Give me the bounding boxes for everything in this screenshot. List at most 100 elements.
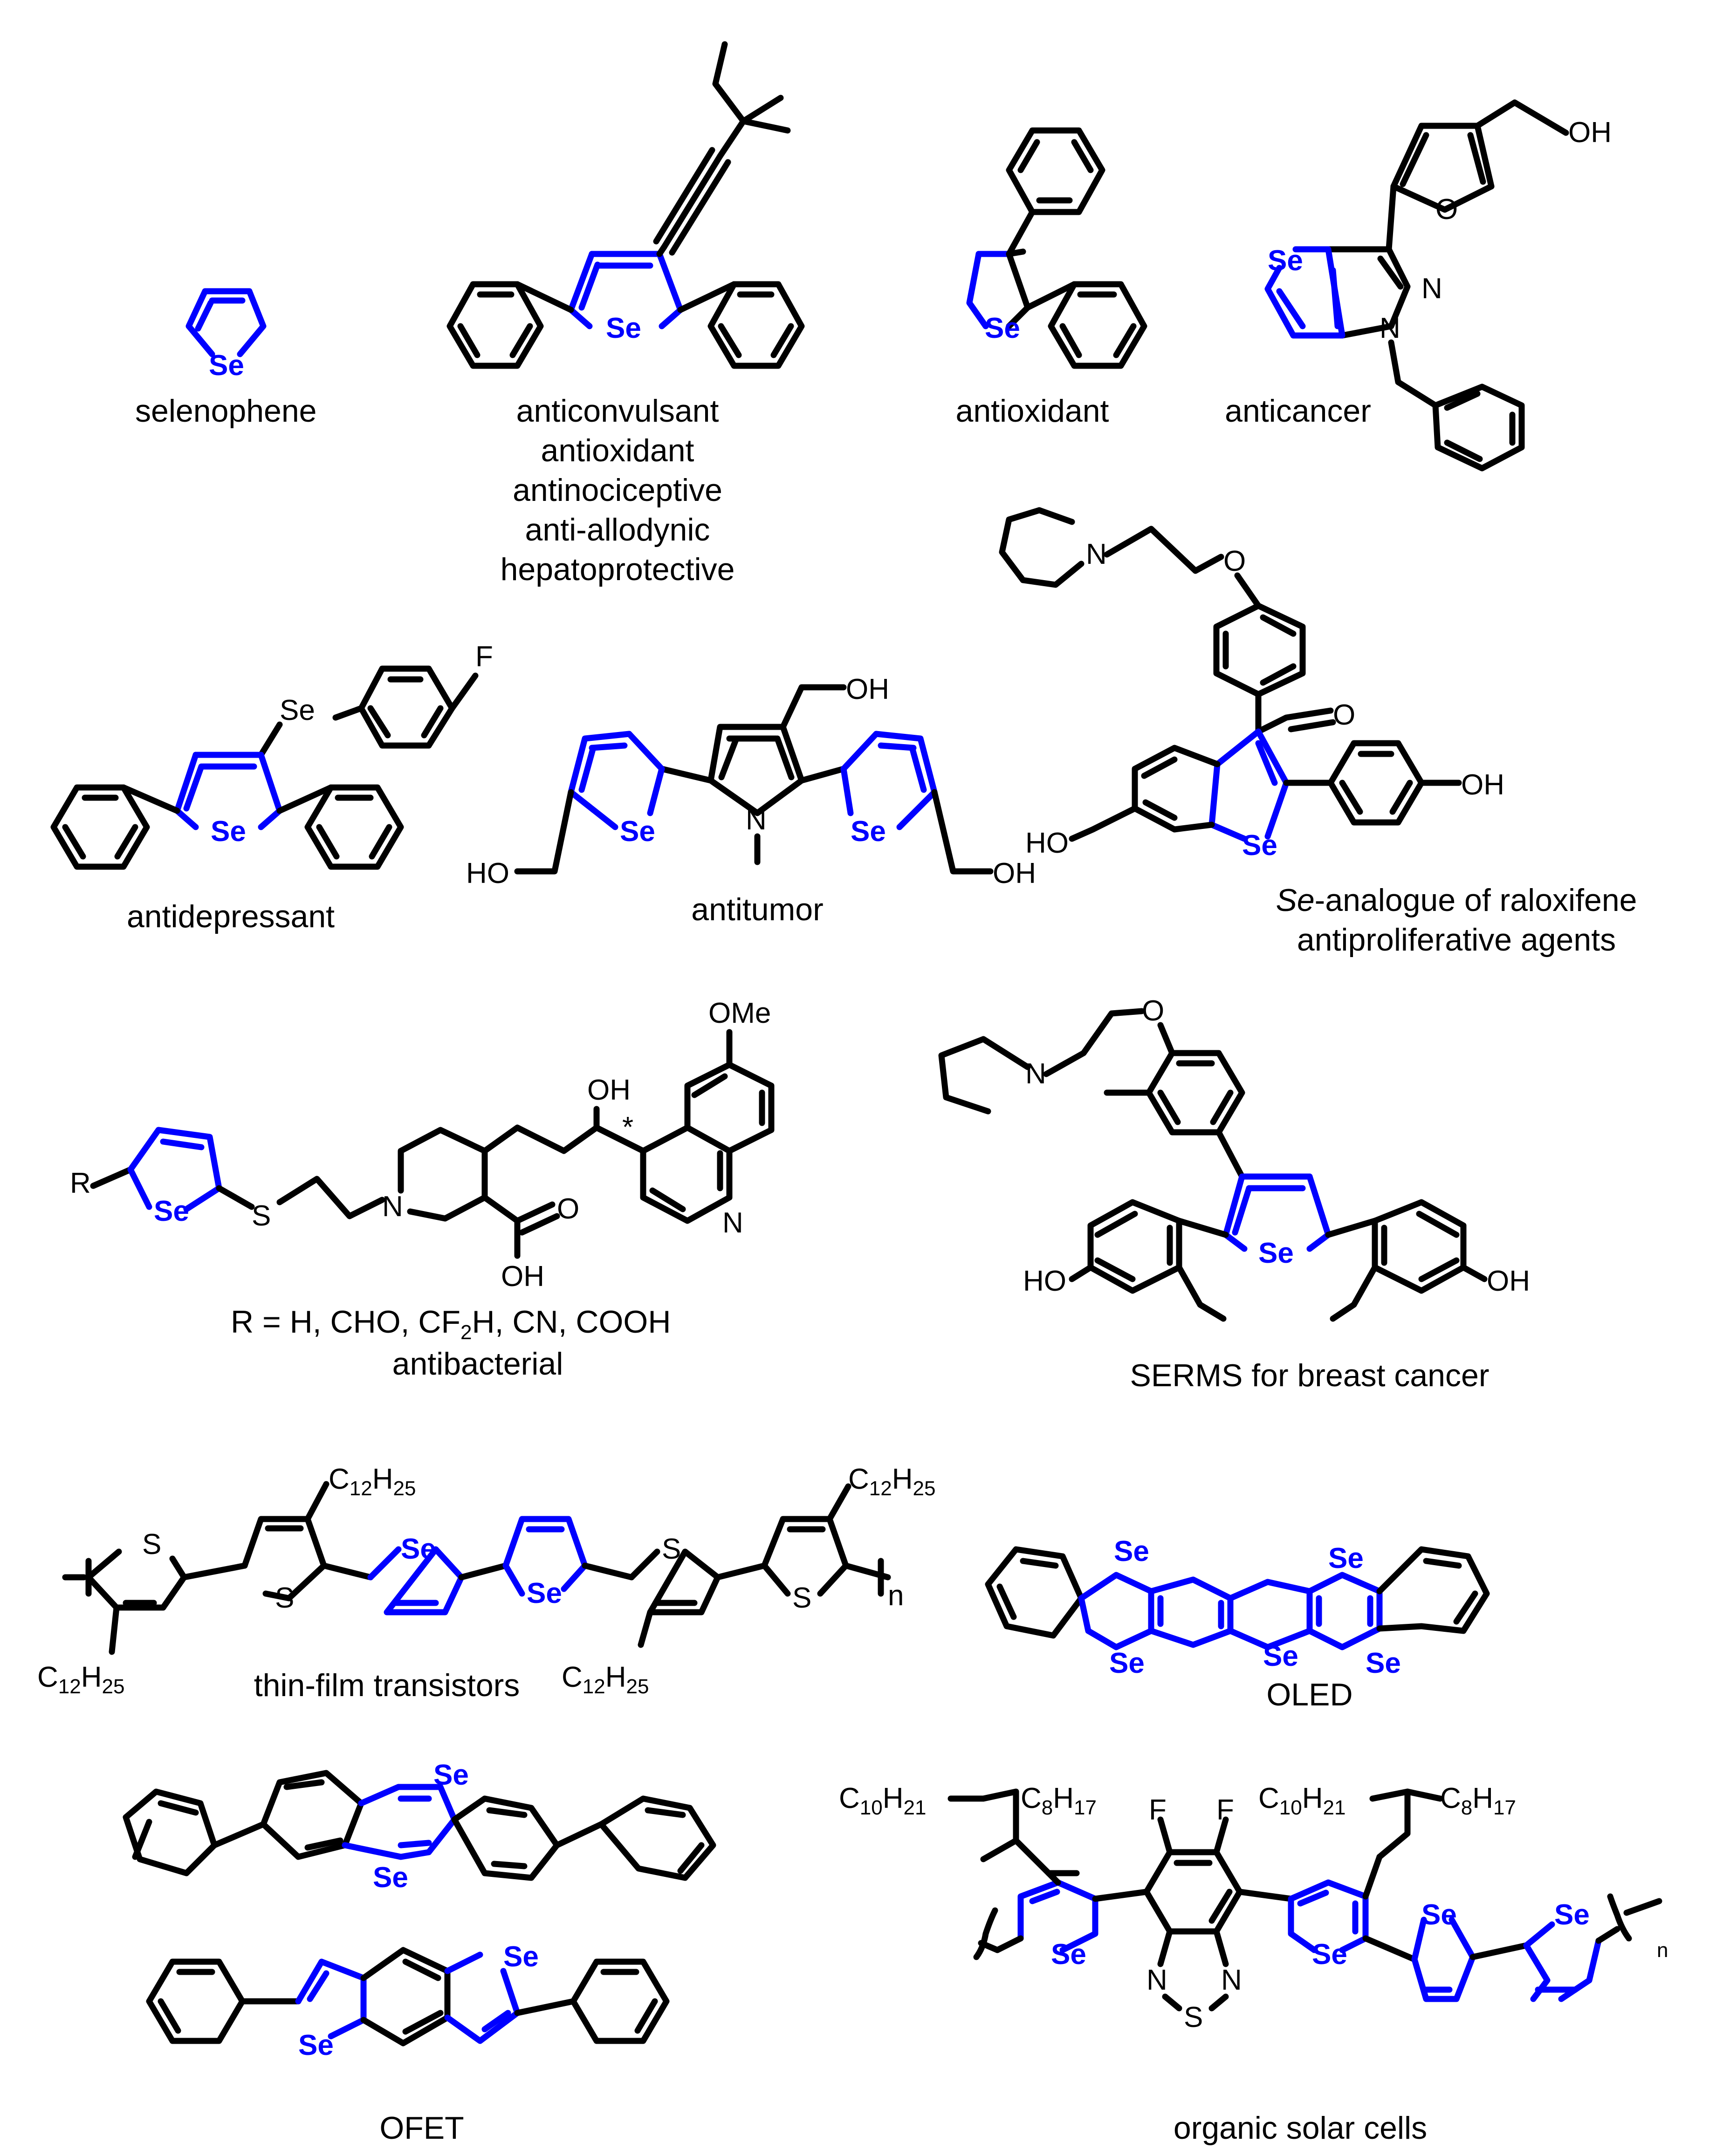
alkyl-c12h25: C12H25 xyxy=(848,1463,935,1500)
methoxy-group: OMe xyxy=(708,997,771,1029)
label-antioxidant: antioxidant xyxy=(956,393,1109,429)
nitrogen-atom: N xyxy=(1421,273,1442,305)
sulfur-atom: S xyxy=(792,1582,811,1614)
alkyl-c12h25: C12H25 xyxy=(329,1463,416,1500)
label-tft: thin-film transistors xyxy=(254,1668,520,1703)
hydroxyl-group: OH xyxy=(993,857,1036,890)
hydroxyl-group: OH xyxy=(1568,116,1612,149)
structure-oled-fused-selenophenes: Se Se Se Se Se OLED xyxy=(985,1535,1490,1712)
selenium-atom: Se xyxy=(1268,245,1303,277)
structure-tft-polymer: S C12H25 S C12H25 Se Se S C12H25 S xyxy=(37,1463,935,1703)
label-ofet: OFET xyxy=(379,2110,464,2146)
label-antitumor: antitumor xyxy=(691,892,823,927)
activity-label: antioxidant xyxy=(541,433,694,468)
label-osc: organic solar cells xyxy=(1174,2110,1427,2146)
selenium-atom: Se xyxy=(211,815,246,848)
oxygen-atom: O xyxy=(557,1193,579,1225)
alkyl-c8h17: C8H17 xyxy=(1440,1782,1516,1819)
label-antiproliferative: antiproliferative agents xyxy=(1297,922,1616,958)
label-antidepressant: antidepressant xyxy=(127,899,335,934)
selenium-atom: Se xyxy=(606,312,641,344)
selenium-atom: Se xyxy=(1242,829,1277,862)
structure-diphenyl-alkynyl-selenophene: Se anticonvulsant antioxidant antinocice… xyxy=(446,41,805,587)
sulfur-atom: S xyxy=(142,1528,161,1561)
structure-ofet-dibenzo: Se Se xyxy=(123,1759,716,1894)
structure-serms-selenophene: N O Se HO OH SERMS for breast cancer xyxy=(938,995,1530,1393)
structure-dihydroselenophene: Se antioxidant xyxy=(956,127,1147,429)
fluorine-atom: F xyxy=(1216,1794,1234,1826)
label-selenophene: selenophene xyxy=(135,393,316,429)
hydroxyl-group: OH xyxy=(587,1074,631,1106)
label-raloxifene: Se-analogue of raloxifene xyxy=(1276,883,1637,918)
selenium-atom: Se xyxy=(209,349,244,382)
label-anticancer: anticancer xyxy=(1225,393,1371,429)
label-antibacterial: antibacterial xyxy=(392,1346,563,1382)
repeat-unit-n: n xyxy=(888,1580,904,1612)
r-group: R xyxy=(70,1167,91,1199)
alkyl-c12h25: C12H25 xyxy=(37,1661,124,1698)
alkyl-c8h17: C8H17 xyxy=(1021,1782,1097,1819)
activity-label: antinociceptive xyxy=(513,472,722,508)
activity-label: anti-allodynic xyxy=(525,512,710,548)
sulfur-atom: S xyxy=(662,1533,681,1565)
selenium-atom: Se xyxy=(154,1195,189,1227)
selenium-atom: Se xyxy=(1366,1647,1401,1679)
structure-antibacterial-quinoline: R Se S N O OH OH * N OMe R = H xyxy=(70,997,775,1382)
sulfur-atom: S xyxy=(252,1200,271,1232)
italic-se: Se xyxy=(1276,883,1314,918)
nitrogen-atom: N xyxy=(1086,538,1107,570)
selenium-atom: Se xyxy=(298,2029,334,2061)
label-oled: OLED xyxy=(1266,1677,1352,1712)
repeat-unit-n: n xyxy=(1657,1939,1668,1962)
hydroxyl-group: HO xyxy=(1025,827,1069,859)
selenium-atom: Se xyxy=(1109,1647,1145,1679)
alkyl-c12h25: C12H25 xyxy=(562,1661,649,1698)
selenium-atom: Se xyxy=(1421,1899,1457,1931)
activity-label: hepatoprotective xyxy=(501,552,735,587)
oxygen-atom: O xyxy=(1223,545,1246,577)
structure-selenophenopyrazole: O OH N N Se anticancer xyxy=(1225,99,1612,472)
hydroxyl-group: OH xyxy=(846,673,889,705)
nitrogen-atom: N xyxy=(382,1191,403,1223)
label-serms: SERMS for breast cancer xyxy=(1130,1358,1490,1393)
selenium-atom: Se xyxy=(1328,1542,1364,1574)
selenium-atom: Se xyxy=(280,694,315,726)
selenium-atom: Se xyxy=(1114,1535,1149,1567)
sulfur-atom: S xyxy=(275,1582,294,1614)
structure-bisselenophenyl-pyrrole: N OH Se HO Se OH antitumor xyxy=(466,673,1036,927)
hydroxyl-group: OH xyxy=(1461,769,1504,801)
selenium-atom: Se xyxy=(373,1862,408,1894)
hydroxyl-group: OH xyxy=(1487,1265,1530,1297)
nitrogen-atom: N xyxy=(746,804,767,836)
sulfur-atom: S xyxy=(1184,2001,1203,2033)
selenium-atom: Se xyxy=(985,312,1020,344)
label-raloxifene-rest: -analogue of raloxifene xyxy=(1315,883,1637,918)
structure-selenophene: Se selenophene xyxy=(135,288,316,429)
oxygen-atom: O xyxy=(1435,193,1458,226)
selenium-atom: Se xyxy=(620,815,655,848)
nitrogen-atom: N xyxy=(722,1207,743,1239)
nitrogen-atom: N xyxy=(1025,1058,1046,1090)
activity-label: anticonvulsant xyxy=(516,393,719,429)
selenium-atom: Se xyxy=(1258,1237,1294,1269)
oxygen-atom: O xyxy=(1142,995,1164,1027)
selenium-atom: Se xyxy=(1312,1938,1347,1971)
hydroxyl-group: HO xyxy=(466,857,509,890)
nitrogen-atom: N xyxy=(1146,1964,1167,1996)
structure-arylselanyl-selenophene: F Se Se antidepressant xyxy=(50,641,493,934)
alkyl-c10h21: C10H21 xyxy=(1258,1782,1345,1819)
structure-osc-polymer: C10H21 C8H17 C10H21 C8H17 Se F F N N S S… xyxy=(839,1782,1668,2146)
activity-list: anticonvulsant antioxidant antinocicepti… xyxy=(501,393,735,587)
fluorine-atom: F xyxy=(475,641,493,673)
selenium-atom: Se xyxy=(1554,1899,1590,1931)
selenium-atom: Se xyxy=(1051,1938,1086,1971)
selenium-atom: Se xyxy=(433,1759,469,1791)
structure-se-raloxifene: N O O Se HO OH Se-analogue of raloxifene… xyxy=(999,507,1637,958)
label-r-group: R = H, CHO, CF2H, CN, COOH xyxy=(231,1304,671,1344)
selenium-atom: Se xyxy=(527,1577,562,1609)
fluorine-atom: F xyxy=(1149,1794,1167,1826)
alkyl-c10h21: C10H21 xyxy=(839,1782,926,1819)
oxygen-atom: O xyxy=(1333,699,1355,731)
selenium-atom: Se xyxy=(401,1533,436,1565)
